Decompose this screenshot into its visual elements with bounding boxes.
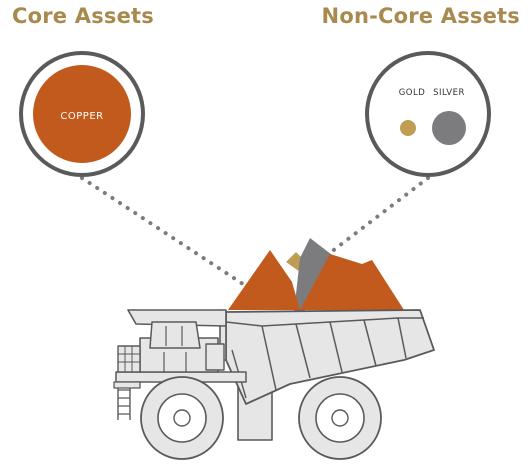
non-core-badge-ring xyxy=(365,51,491,177)
non-core-assets-heading: Non-Core Assets xyxy=(321,4,520,28)
cab-window xyxy=(149,321,201,349)
silver-label: SILVER xyxy=(433,88,465,98)
gold-dot xyxy=(400,120,416,136)
gold-label: GOLD xyxy=(399,88,426,98)
non-core-assets-badge: GOLD SILVER xyxy=(365,51,491,177)
front-wheel xyxy=(140,376,224,460)
non-core-connector-dots xyxy=(316,176,430,264)
copper-label: COPPER xyxy=(60,111,103,122)
copper-circle xyxy=(33,65,131,163)
core-assets-heading: Core Assets xyxy=(12,4,154,28)
front-grille xyxy=(117,345,141,373)
ore-pile xyxy=(228,238,404,312)
copper-ore-left xyxy=(228,250,300,310)
core-assets-badge: COPPER xyxy=(19,51,145,177)
silver-dot xyxy=(432,111,466,145)
truck-cab xyxy=(113,321,247,420)
rear-wheel xyxy=(298,376,382,460)
core-connector-dots xyxy=(80,176,254,292)
copper-ore-right xyxy=(300,254,404,310)
silver-ore xyxy=(294,238,336,312)
haul-truck xyxy=(113,309,435,460)
